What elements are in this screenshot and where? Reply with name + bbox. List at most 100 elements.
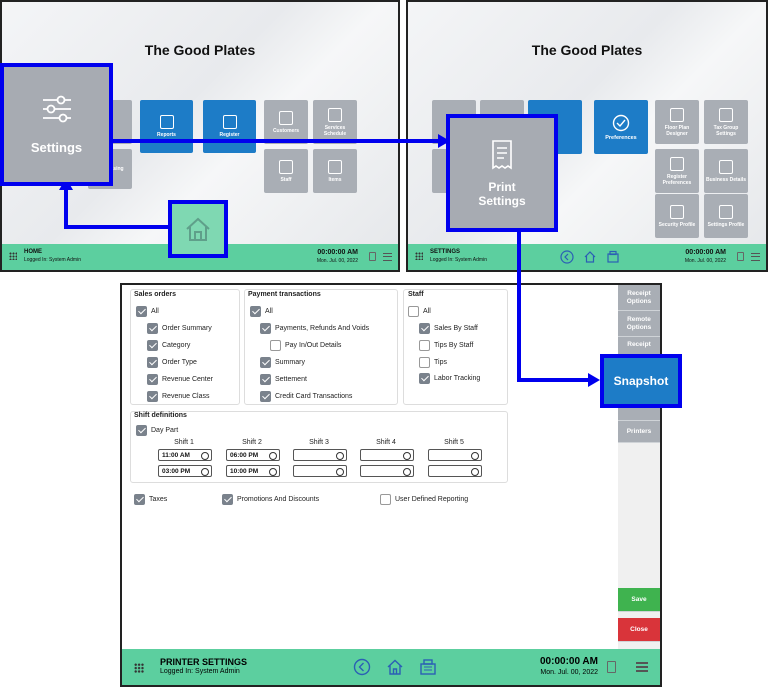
checkbox[interactable]	[419, 323, 430, 334]
apps-grid-icon[interactable]	[415, 252, 423, 260]
checkbox[interactable]	[222, 494, 233, 505]
checkbox[interactable]	[380, 494, 391, 505]
category-checkbox[interactable]: Category	[147, 340, 190, 351]
register-tile[interactable]: Register	[203, 100, 256, 153]
customers-tile[interactable]: Customers	[264, 100, 308, 144]
remote-options-button[interactable]: Remote Options	[618, 311, 660, 337]
clock-icon[interactable]	[201, 467, 209, 476]
clock-icon[interactable]	[336, 451, 344, 460]
checkbox[interactable]	[419, 340, 430, 351]
settings-profile-tile[interactable]: Settings Profile	[704, 194, 748, 238]
checkbox[interactable]	[270, 340, 281, 351]
lock-icon[interactable]	[607, 661, 616, 673]
shift-4-end-input[interactable]	[360, 465, 414, 477]
day-part-checkbox[interactable]: Day Part	[136, 425, 178, 436]
payments-all-checkbox[interactable]: All	[250, 306, 273, 317]
snapshot-callout[interactable]: Snapshot	[600, 354, 682, 408]
checkbox[interactable]	[408, 306, 419, 317]
menu-icon[interactable]	[383, 253, 392, 261]
clock-icon[interactable]	[336, 467, 344, 476]
labor-tracking-checkbox[interactable]: Labor Tracking	[419, 373, 480, 384]
clock-icon[interactable]	[403, 451, 411, 460]
checkbox[interactable]	[260, 357, 271, 368]
summary-checkbox[interactable]: Summary	[260, 357, 305, 368]
clock-icon[interactable]	[201, 451, 209, 460]
checkbox[interactable]	[147, 391, 158, 402]
home-icon[interactable]	[386, 658, 404, 676]
back-icon[interactable]	[560, 250, 574, 264]
register-icon[interactable]	[419, 658, 437, 676]
register-icon[interactable]	[606, 250, 620, 264]
security-profile-tile[interactable]: Security Profile	[655, 194, 699, 238]
printers-button[interactable]: Printers	[618, 421, 660, 443]
sales-by-staff-checkbox[interactable]: Sales By Staff	[419, 323, 478, 334]
promotions-discounts-checkbox[interactable]: Promotions And Discounts	[222, 494, 319, 505]
tax-group-settings-tile[interactable]: Tax Group Settings	[704, 100, 748, 144]
checkbox[interactable]	[147, 323, 158, 334]
save-button[interactable]: Save	[618, 588, 660, 612]
receipt-options-button[interactable]: Receipt Options	[618, 285, 660, 311]
checkbox[interactable]	[419, 357, 430, 368]
user-defined-reporting-checkbox[interactable]: User Defined Reporting	[380, 494, 468, 505]
taxes-checkbox[interactable]: Taxes	[134, 494, 167, 505]
order-type-checkbox[interactable]: Order Type	[147, 357, 197, 368]
checkbox[interactable]	[147, 357, 158, 368]
staff-all-checkbox[interactable]: All	[408, 306, 431, 317]
shift-4-start-input[interactable]	[360, 449, 414, 461]
checkbox[interactable]	[134, 494, 145, 505]
credit-card-transactions-checkbox[interactable]: Credit Card Transactions	[260, 391, 352, 402]
staff-tile[interactable]: Staff	[264, 149, 308, 193]
register-preferences-tile[interactable]: Register Preferences	[655, 149, 699, 193]
checkbox[interactable]	[260, 323, 271, 334]
items-tile[interactable]: Items	[313, 149, 357, 193]
pay-in-out-checkbox[interactable]: Pay In/Out Details	[270, 340, 341, 351]
sales-all-checkbox[interactable]: All	[136, 306, 159, 317]
checkbox[interactable]	[136, 425, 147, 436]
order-summary-checkbox[interactable]: Order Summary	[147, 323, 212, 334]
shift-2-start-input[interactable]: 06:00 PM	[226, 449, 280, 461]
checkbox[interactable]	[260, 391, 271, 402]
receipt-button[interactable]: Receipt	[618, 337, 660, 355]
apps-grid-icon[interactable]	[134, 663, 144, 673]
clock-icon[interactable]	[403, 467, 411, 476]
shift-1-end-input[interactable]: 03:00 PM	[158, 465, 212, 477]
close-button[interactable]: Close	[618, 618, 660, 642]
shift-5-start-input[interactable]	[428, 449, 482, 461]
revenue-center-checkbox[interactable]: Revenue Center	[147, 374, 213, 385]
back-icon[interactable]	[353, 658, 371, 676]
checkbox[interactable]	[260, 374, 271, 385]
checkbox[interactable]	[250, 306, 261, 317]
shift-1-start-input[interactable]: 11:00 AM	[158, 449, 212, 461]
menu-icon[interactable]	[751, 253, 760, 261]
checkbox[interactable]	[147, 340, 158, 351]
settings-callout[interactable]: Settings	[0, 63, 113, 186]
services-schedule-tile[interactable]: Services Schedule	[313, 100, 357, 144]
clock-icon[interactable]	[269, 467, 277, 476]
reports-tile[interactable]: Reports	[140, 100, 193, 153]
tips-by-staff-checkbox[interactable]: Tips By Staff	[419, 340, 473, 351]
print-settings-callout[interactable]: Print Settings	[446, 114, 558, 232]
checkbox[interactable]	[136, 306, 147, 317]
floor-plan-designer-tile[interactable]: Floor Plan Designer	[655, 100, 699, 144]
checkbox[interactable]	[419, 373, 430, 384]
home-button-callout[interactable]	[168, 200, 228, 258]
clock-icon[interactable]	[269, 451, 277, 460]
lock-icon[interactable]	[369, 252, 376, 261]
checkbox[interactable]	[147, 374, 158, 385]
business-details-tile[interactable]: Business Details	[704, 149, 748, 193]
lock-icon[interactable]	[737, 252, 744, 261]
preferences-tile[interactable]: Preferences	[594, 100, 648, 154]
settlement-checkbox[interactable]: Settement	[260, 374, 307, 385]
shift-5-end-input[interactable]	[428, 465, 482, 477]
shift-2-end-input[interactable]: 10:00 PM	[226, 465, 280, 477]
payments-refunds-voids-checkbox[interactable]: Payments, Refunds And Voids	[260, 323, 369, 334]
clock-icon[interactable]	[471, 451, 479, 460]
revenue-class-checkbox[interactable]: Revenue Class	[147, 391, 209, 402]
menu-icon[interactable]	[636, 662, 648, 672]
apps-grid-icon[interactable]	[9, 252, 17, 260]
shift-3-end-input[interactable]	[293, 465, 347, 477]
clock-icon[interactable]	[471, 467, 479, 476]
home-icon[interactable]	[583, 250, 597, 264]
shift-3-start-input[interactable]	[293, 449, 347, 461]
tips-checkbox[interactable]: Tips	[419, 357, 447, 368]
